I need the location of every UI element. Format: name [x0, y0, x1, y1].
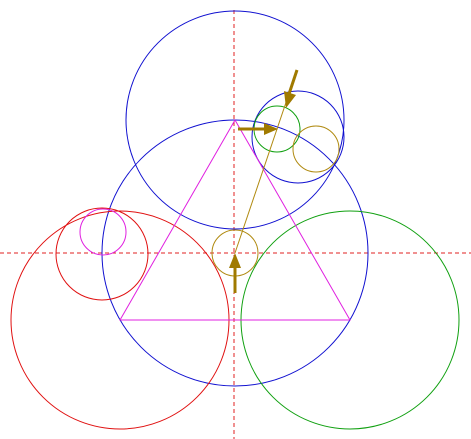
upper-blue-circle [125, 10, 345, 230]
arrow-up [229, 253, 241, 293]
arrow-down [284, 69, 299, 108]
olive-circle-right [292, 125, 340, 173]
arrow-right [238, 123, 278, 135]
small-red-circle [55, 207, 149, 301]
magenta-circle [79, 208, 127, 256]
small-blue-circle [251, 90, 345, 184]
equilateral-triangle [119, 118, 351, 321]
